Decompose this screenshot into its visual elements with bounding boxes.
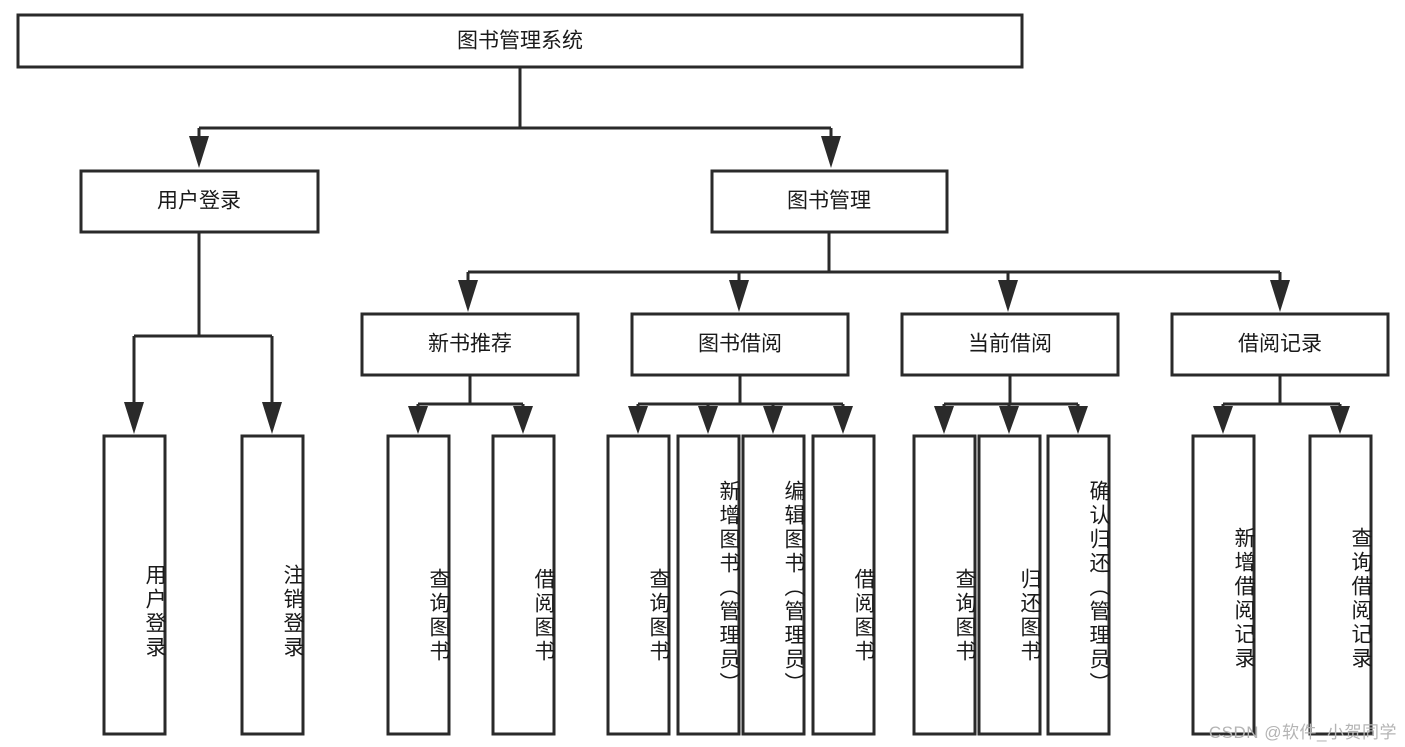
arrow-current-leaf-1 [934, 406, 954, 434]
node-root-label: 图书管理系统 [457, 30, 583, 53]
node-book-management-box[interactable] [710, 169, 949, 234]
arrow-record-leaf-2 [1330, 406, 1350, 434]
leaf-box-borrow-3[interactable] [741, 434, 806, 736]
arrow-root-to-book-mgmt [821, 136, 841, 168]
arrow-userlogin-leaf-2 [262, 402, 282, 434]
node-current-borrow-box[interactable] [900, 312, 1120, 377]
node-borrow-record-label: 借阅记录 [1238, 333, 1322, 356]
leaf-box-new-book-2[interactable] [491, 434, 556, 736]
node-user-login-label: 用户登录 [157, 190, 241, 213]
leaf-box-current-3[interactable] [1046, 434, 1111, 736]
arrow-record-leaf-1 [1213, 406, 1233, 434]
node-user-login[interactable]: 用户登录 [79, 169, 320, 234]
leaf-box-borrow-2[interactable] [676, 434, 741, 736]
arrow-bookmgmt-to-record [1270, 280, 1290, 312]
node-new-book-recommend-label: 新书推荐 [428, 333, 512, 356]
node-current-borrow[interactable]: 当前借阅 [900, 312, 1120, 377]
node-book-borrow-box[interactable] [630, 312, 850, 377]
leaf-box-new-book-1[interactable] [386, 434, 451, 736]
node-book-management-label: 图书管理 [787, 190, 871, 213]
node-new-book-recommend[interactable]: 新书推荐 [360, 312, 580, 377]
arrow-bookmgmt-to-current [998, 280, 1018, 312]
node-book-borrow[interactable]: 图书借阅 [630, 312, 850, 377]
node-book-management[interactable]: 图书管理 [710, 169, 949, 234]
leaf-boxes [102, 434, 1373, 736]
node-borrow-record[interactable]: 借阅记录 [1170, 312, 1390, 377]
arrow-current-leaf-2 [999, 406, 1019, 434]
arrow-borrow-leaf-1 [628, 406, 648, 434]
leaf-box-borrow-4[interactable] [811, 434, 876, 736]
node-root[interactable]: 图书管理系统 [16, 13, 1024, 69]
arrow-bookmgmt-to-newbook [458, 280, 478, 312]
leaf-box-borrow-1[interactable] [606, 434, 671, 736]
node-current-borrow-label: 当前借阅 [968, 333, 1052, 356]
connector-layer [124, 67, 1350, 434]
leaf-box-record-2[interactable] [1308, 434, 1373, 736]
arrow-current-leaf-3 [1068, 406, 1088, 434]
node-user-login-box[interactable] [79, 169, 320, 234]
csdn-watermark: CSDN @软件_小贺同学 [1208, 723, 1397, 742]
leaf-box-current-2[interactable] [977, 434, 1042, 736]
arrow-root-to-user-login [189, 136, 209, 168]
arrow-userlogin-leaf-1 [124, 402, 144, 434]
arrow-newbook-leaf-2 [513, 406, 533, 434]
leaf-box-record-1[interactable] [1191, 434, 1256, 736]
leaf-box-user-login-2[interactable] [240, 434, 305, 736]
arrow-bookmgmt-to-borrow [729, 280, 749, 312]
leaf-box-user-login-1[interactable] [102, 434, 167, 736]
node-root-box[interactable] [16, 13, 1024, 69]
arrow-borrow-leaf-3 [763, 406, 783, 434]
leaf-box-current-1[interactable] [912, 434, 977, 736]
node-borrow-record-box[interactable] [1170, 312, 1390, 377]
node-new-book-recommend-box[interactable] [360, 312, 580, 377]
node-book-borrow-label: 图书借阅 [698, 333, 782, 356]
arrow-borrow-leaf-4 [833, 406, 853, 434]
arrow-newbook-leaf-1 [408, 406, 428, 434]
arrow-borrow-leaf-2 [698, 406, 718, 434]
